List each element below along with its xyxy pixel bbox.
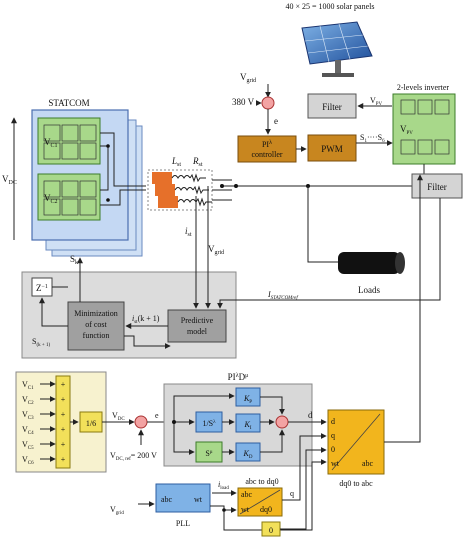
sk-label: Sk bbox=[70, 254, 78, 266]
statcom-vdc-label: VDC bbox=[2, 174, 17, 186]
pll-wt-label: wt bbox=[194, 495, 203, 504]
solar-caption: 40 × 25 = 1000 solar panels bbox=[285, 2, 374, 11]
inverter-box bbox=[392, 93, 456, 165]
piad-title: PIλDμ bbox=[228, 372, 249, 382]
vc2-label: VC2 bbox=[44, 193, 58, 205]
vc-input-label: VC4 bbox=[22, 425, 34, 436]
statcom-cell-bottom bbox=[37, 173, 101, 221]
integrator-label: 1/Sλ bbox=[202, 419, 216, 428]
kp-label: KP bbox=[243, 394, 252, 405]
statcom-title: STATCOM bbox=[48, 98, 89, 108]
derivative-label: Sμ bbox=[205, 449, 212, 458]
switch-signals-label: S1····S6 bbox=[360, 133, 385, 144]
inverter-title: 2-levels inverter bbox=[397, 83, 450, 92]
vc-input-label: VC1 bbox=[22, 380, 34, 391]
const-zero-label: 0 bbox=[269, 526, 273, 535]
fwd-dq0-label: dq0 bbox=[260, 505, 272, 514]
vc-plus-sign: + bbox=[61, 410, 66, 419]
fwd-abc-label: abc bbox=[241, 490, 253, 499]
grid-e-label: e bbox=[274, 116, 278, 126]
pi-controller-label-2: controller bbox=[251, 150, 282, 159]
ki-box bbox=[235, 413, 261, 433]
sk1-label: S(k + 1) bbox=[32, 337, 50, 348]
filter-top-label: Filter bbox=[322, 102, 342, 112]
vc-input-label: VC3 bbox=[22, 410, 34, 421]
statcom-cell-top bbox=[37, 117, 101, 165]
ist-pred-label: ist(k + 1) bbox=[132, 314, 160, 325]
dq-in-d: d bbox=[331, 417, 335, 426]
vgrid-top-label: Vgrid bbox=[240, 72, 256, 84]
vgrid-feedback-label: Vgrid bbox=[208, 244, 224, 256]
min-cost-box bbox=[67, 301, 125, 351]
fwd-wt-label: wt bbox=[241, 505, 250, 514]
vpv-label: VPV bbox=[370, 96, 383, 107]
pi-controller-label-1: PIλ bbox=[262, 140, 272, 149]
vpv-inner-label: VPV bbox=[400, 124, 413, 136]
loads-icon bbox=[338, 252, 405, 274]
statcom-link-wire bbox=[100, 145, 109, 191]
ki-label: KI bbox=[243, 420, 251, 431]
min-cost-line-3: function bbox=[83, 331, 110, 340]
pll-label: PLL bbox=[176, 519, 190, 528]
pll-abc-label: abc bbox=[161, 495, 173, 504]
iload-label: iload bbox=[218, 480, 229, 491]
inductor-resistor-block bbox=[147, 169, 213, 211]
rst-label: Rst bbox=[192, 156, 203, 168]
min-cost-line-2: of cost bbox=[85, 320, 107, 329]
dq0-to-abc-title: dq0 to abc bbox=[339, 479, 373, 488]
statcom-out-wire-2 bbox=[100, 189, 146, 206]
gain-label: 1/6 bbox=[86, 419, 96, 428]
dq-in-wt: wt bbox=[331, 459, 340, 468]
vc-plus-sign: + bbox=[61, 455, 66, 464]
vdc-label: VDC bbox=[112, 411, 125, 422]
vc-input-label: VC6 bbox=[22, 455, 34, 466]
dq-in-0: 0 bbox=[331, 445, 335, 454]
vc-input-rows: VC1 + VC2 + VC3 + VC4 + VC5 + VC6 + bbox=[22, 380, 66, 466]
predictive-model-box bbox=[167, 309, 227, 343]
vc-plus-sign: + bbox=[61, 425, 66, 434]
vc-plus-sign: + bbox=[61, 440, 66, 449]
d-output-label: d bbox=[308, 410, 313, 420]
z-inverse-label: Z−1 bbox=[36, 283, 48, 293]
pid-sum-junction bbox=[275, 415, 289, 429]
v380-label: 380 V bbox=[232, 97, 255, 107]
kd-label: KD bbox=[243, 449, 253, 460]
loads-label: Loads bbox=[358, 285, 380, 295]
predictive-line-1: Predictive bbox=[181, 316, 214, 325]
pwm-box bbox=[307, 134, 357, 162]
filter-bottom-label: Filter bbox=[427, 182, 447, 192]
lst-label: Lst bbox=[171, 156, 181, 168]
solar-panel-icon bbox=[301, 21, 373, 77]
abc-to-dq0-title: abc to dq0 bbox=[245, 477, 278, 486]
filter-top-box bbox=[307, 93, 357, 119]
dc-e-label: e bbox=[155, 411, 159, 420]
vdc-ref-label: VDC, ref= 200 V bbox=[110, 451, 157, 462]
pwm-label: PWM bbox=[321, 144, 343, 154]
min-cost-line-1: Minimization bbox=[74, 309, 118, 318]
vc-plus-sign: + bbox=[61, 395, 66, 404]
ist-label: ist bbox=[185, 226, 192, 238]
istatcom-ref-label: ISTATCOMref bbox=[267, 290, 298, 301]
dc-sum-junction bbox=[134, 415, 148, 429]
pll-vgrid-label: Vgrid bbox=[110, 505, 124, 516]
predictive-line-2: model bbox=[187, 327, 208, 336]
dq-out-abc: abc bbox=[362, 459, 374, 468]
q-line-label: q bbox=[290, 489, 294, 498]
grid-sum-junction bbox=[261, 96, 275, 110]
dq-in-q: q bbox=[331, 431, 335, 440]
vc-plus-sign: + bbox=[61, 380, 66, 389]
pll-box bbox=[155, 483, 211, 513]
statcom-out-wire-1 bbox=[100, 132, 146, 187]
vc1-label: VC1 bbox=[44, 137, 58, 149]
vc-input-label: VC5 bbox=[22, 440, 34, 451]
vc-input-label: VC2 bbox=[22, 395, 34, 406]
